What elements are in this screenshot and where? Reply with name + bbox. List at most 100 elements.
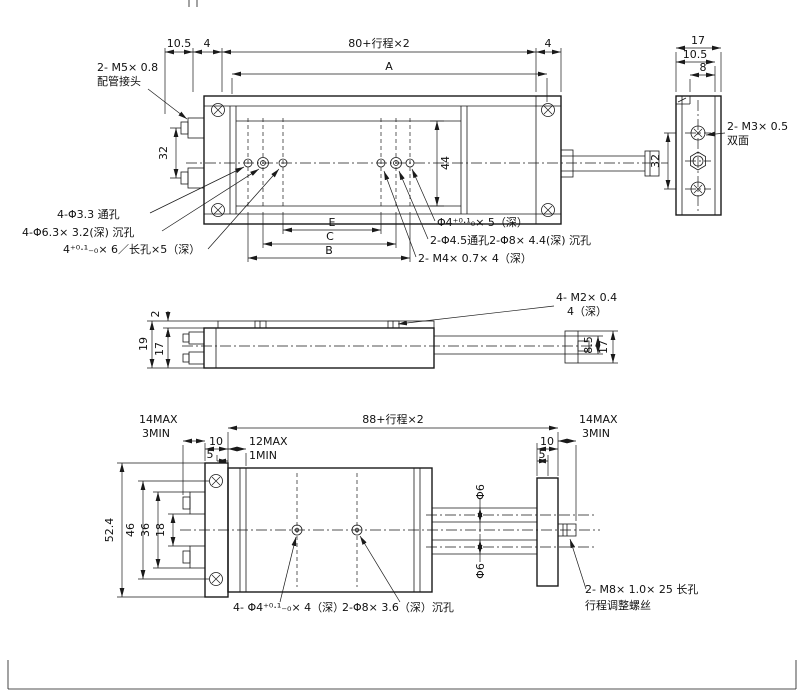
leader-port — [147, 88, 188, 120]
dim-text-12max: 12MAX — [249, 435, 288, 448]
dim-text-32: 32 — [157, 146, 170, 160]
port-fitting-top — [187, 117, 205, 139]
port-fitting — [188, 331, 205, 345]
screw-icon — [541, 103, 555, 117]
extension-lines — [664, 52, 722, 190]
table-screw — [254, 320, 267, 329]
leader-through-hole — [149, 166, 245, 214]
piston-rod — [561, 151, 651, 176]
label-through-hole2: 2-Φ4.5通孔2-Φ8× 4.4(深) 沉孔 — [430, 234, 591, 247]
dim-text-36: 36 — [139, 523, 152, 537]
extension-lines — [117, 432, 577, 598]
label-tap: 2- M4× 0.7× 4（深） — [418, 252, 532, 265]
label-tap-depth: 4（深） — [567, 305, 607, 318]
label-port-name: 配管接头 — [97, 74, 141, 88]
screw-icon — [209, 474, 223, 488]
leader-through-hole2 — [398, 170, 429, 240]
dim-text-19: 19 — [137, 337, 150, 351]
bottom-view-callouts: 4- Φ4⁺⁰·¹₋₀× 4（深） 2-Φ8× 3.6（深）沉孔 2- M8× … — [233, 535, 698, 614]
screw-cross-marks — [213, 105, 553, 215]
rod-collar — [560, 149, 574, 178]
hex-nut-icon — [690, 151, 706, 171]
side-view-dimensions: 17 10.5 8 32 — [649, 34, 722, 190]
dim-text-44: 44 — [439, 156, 452, 170]
elevation-view — [182, 320, 598, 369]
label-adjust-screw: 2- M8× 1.0× 25 长孔 — [585, 583, 698, 596]
screw-icon — [211, 203, 225, 217]
leader-adjust-screw — [569, 538, 587, 590]
leader-slot — [207, 168, 280, 250]
leader-pin-hole — [279, 536, 297, 603]
dim-text-4-right: 4 — [545, 37, 552, 50]
port-fitting — [189, 491, 206, 515]
port-fitting-tip — [182, 333, 190, 343]
elevation-callouts: 4- M2× 0.4 4（深） — [397, 291, 617, 326]
bottom-view — [180, 462, 600, 598]
leader-counterbore — [359, 535, 401, 603]
port-fitting-bottom-tip — [180, 171, 189, 185]
dim-text-8: 8 — [700, 61, 707, 74]
body-detail-lines — [204, 96, 561, 224]
dim-text-14max-left: 14MAX — [139, 413, 178, 426]
dim-text-3min-left: 3MIN — [142, 427, 170, 440]
dim-text-5-left: 5 — [207, 448, 214, 461]
extension-lines — [147, 320, 618, 369]
right-end-plate — [536, 477, 559, 587]
dim-text-3min-right: 3MIN — [582, 427, 610, 440]
dim-text-18: 18 — [154, 523, 167, 537]
table-screw — [387, 320, 400, 329]
dim-text-32: 32 — [649, 154, 662, 168]
front-view-callouts: 2- M5× 0.8 配管接头 4-Φ3.3 通孔 4-Φ6.3× 3.2(深)… — [22, 61, 591, 265]
sheet-border — [7, 0, 797, 690]
label-counterbore: 4-Φ6.3× 3.2(深) 沉孔 — [22, 226, 134, 239]
bottom-view-dimensions: 88+行程×2 14MAX 3MIN 10 5 12MAX 1MIN 14MAX… — [103, 413, 618, 598]
elevation-dimensions: 2 19 17 8.5 17 — [137, 311, 618, 369]
dim-text-10-right: 10 — [540, 435, 554, 448]
label-slot: 4⁺⁰·¹₋₀× 6／长孔×5（深） — [63, 243, 200, 256]
end-view-outline — [675, 95, 722, 216]
dim-text-17r: 17 — [597, 340, 610, 354]
front-view-dimensions: 10.5 4 80+行程×2 4 A 32 44 E C B — [157, 37, 562, 262]
label-port-thread: 2- M5× 0.8 — [97, 61, 158, 74]
screw-icon — [211, 103, 225, 117]
dim-text-10-5: 10.5 — [683, 48, 708, 61]
dim-text-46: 46 — [124, 523, 137, 537]
label-through-hole: 4-Φ3.3 通孔 — [57, 208, 120, 221]
port-fitting-tip — [182, 496, 191, 510]
label-tap: 2- M3× 0.5 — [727, 120, 788, 133]
dim-text-phi6-bottom: Φ6 — [474, 563, 487, 579]
leader-tap — [397, 305, 555, 326]
label-adjust-screw-name: 行程调整螺丝 — [585, 598, 651, 612]
dim-text-B: B — [325, 244, 333, 257]
dim-text-8-5: 8.5 — [582, 336, 595, 354]
dim-text-phi6-top: Φ6 — [474, 484, 487, 500]
slide-table-top — [217, 320, 435, 329]
dim-text-5-right: 5 — [539, 448, 546, 461]
elevation-body — [203, 327, 435, 369]
port-fitting — [188, 351, 205, 365]
dim-text-10-5: 10.5 — [167, 37, 192, 50]
label-tap: 4- M2× 0.4 — [556, 291, 617, 304]
front-view — [180, 95, 668, 225]
port-fitting-tip — [182, 550, 191, 564]
port-fitting-top-tip — [180, 121, 189, 135]
label-pin-hole: 4- Φ4⁺⁰·¹₋₀× 4（深） — [233, 601, 344, 614]
dim-text-C: C — [326, 230, 334, 243]
dim-text-A: A — [385, 60, 393, 73]
label-both-sides: 双面 — [727, 134, 749, 147]
cylinder-body-outline — [203, 95, 562, 225]
dim-text-4-left: 4 — [204, 37, 211, 50]
dim-text-52-4: 52.4 — [103, 518, 116, 543]
dim-text-10-left: 10 — [209, 435, 223, 448]
label-pin-hole: Φ4⁺⁰·¹₀× 5（深） — [437, 216, 528, 229]
side-view-callouts: 2- M3× 0.5 双面 — [705, 120, 788, 147]
label-counterbore: 2-Φ8× 3.6（深）沉孔 — [342, 601, 454, 614]
screw-cross-marks — [211, 476, 221, 584]
end-view-detail — [676, 96, 716, 215]
corner-screws — [211, 103, 555, 217]
port-fitting-tip — [182, 353, 190, 363]
screw-icon — [209, 572, 223, 586]
leader-tap — [383, 170, 417, 258]
